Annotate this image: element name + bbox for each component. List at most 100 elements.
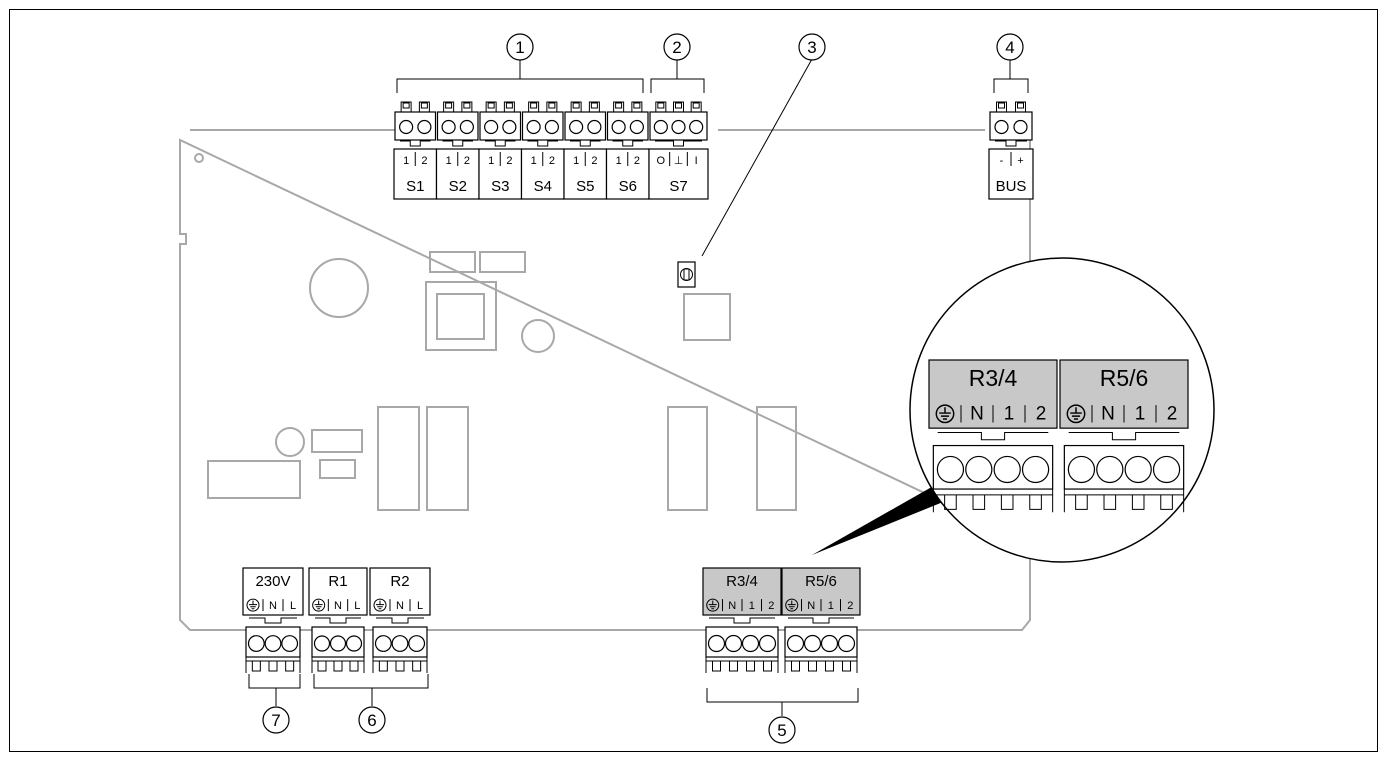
pin-label: N [334,600,342,612]
terminal-label: S6 [619,178,637,195]
pin-label: + [1017,155,1023,167]
terminal-label: S4 [534,178,552,195]
screw-terminal-icon [569,119,584,135]
terminal-label: R2 [390,573,409,590]
screw-terminal-icon [391,635,409,652]
callout-3: 3 [798,33,826,61]
screw-terminal-icon [758,634,777,653]
circuit-board [179,129,1031,631]
screw-terminal-icon [837,634,856,653]
screw-terminal-icon [671,119,686,135]
screw-terminal-icon [281,635,299,652]
pin-label: O [657,155,666,167]
callout-6: 6 [358,706,386,734]
terminal-label: S1 [406,178,424,195]
screw-terminal-icon [689,119,704,135]
callout-4: 4 [996,33,1024,61]
screw-terminal-icon [653,119,668,135]
screw-terminal-icon [1067,455,1096,484]
terminal-label: 230V [255,573,290,590]
screw-terminal-icon [345,635,363,652]
screw-terminal-icon [1124,455,1152,484]
pin-label: N [396,600,404,612]
screw-terminal-icon [803,634,822,653]
figure-frame [9,9,1378,752]
terminal-label: R3/4 [969,365,1018,391]
pin-label: 1 [403,155,409,167]
relay-terminal-block: R3/4N 1 2 R5/6N 1 2 [702,567,861,673]
terminal-label: S5 [576,178,594,195]
screw-terminal-icon [1013,119,1028,135]
pin-label: 2 [768,600,774,612]
pin-label: I [695,155,698,167]
pin-label: 2 [847,600,853,612]
screw-terminal-icon [936,455,965,484]
pin-label: 2 [506,155,512,167]
screw-terminal-icon [502,119,517,135]
screw-terminal-icon [965,455,993,484]
pin-label: N [807,600,815,612]
screw-terminal-icon [264,635,282,652]
bus-terminal: - + BUS [988,101,1034,200]
terminal-label: S3 [491,178,509,195]
screw-terminal-icon [629,119,644,135]
pin-label: - [1000,155,1004,167]
terminal-r2: R2N L [369,567,431,673]
pin-label: L [354,600,360,612]
screw-terminal-icon [707,634,726,653]
terminal-label: R5/6 [805,573,837,590]
screw-terminal-icon [741,634,760,653]
pin-label: 2 [634,155,640,167]
callout-number: 2 [672,38,681,57]
s7-terminal: O ⊥ I S7 [648,101,709,200]
pin-label: 1 [616,155,622,167]
terminal-label: R5/6 [1100,365,1149,391]
callout-2: 2 [663,33,691,61]
pin-label: ⊥ [674,155,684,167]
pin-label: 1 [749,600,755,612]
terminal-label: BUS [996,178,1027,195]
screw-terminal-icon [611,119,626,135]
callout-1: 1 [506,33,534,61]
screw-terminal-icon [441,119,456,135]
pin-label: 2 [591,155,597,167]
pin-label: 1 [531,155,537,167]
terminal-label: S7 [669,178,687,195]
terminal-label: S2 [449,178,467,195]
pin-label: 1 [1004,404,1015,425]
terminal-s7: O ⊥ I S7 [648,101,709,200]
screw-terminal-icon [459,119,474,135]
terminal-label: R3/4 [726,573,758,590]
screw-terminal-icon [1096,455,1124,484]
screw-terminal-icon [786,634,805,653]
magnifier-pointer [812,480,948,555]
screw-terminal-icon [417,119,432,135]
pin-label: L [417,600,423,612]
screw-terminal-icon [1021,455,1050,484]
callout-7: 7 [262,706,290,734]
terminal-r3-4: R3/4N 1 2 [702,567,782,673]
screw-terminal-icon [399,119,414,135]
callout-number: 5 [777,721,786,740]
potentiometer [677,261,696,288]
screw-terminal-icon [993,455,1021,484]
pin-label: N [970,404,984,425]
callout-number: 6 [367,711,376,730]
screw-terminal-icon [544,119,559,135]
screw-terminal-icon [587,119,602,135]
callout-number: 4 [1005,38,1014,57]
pin-label: N [728,600,736,612]
pin-label: 2 [421,155,427,167]
